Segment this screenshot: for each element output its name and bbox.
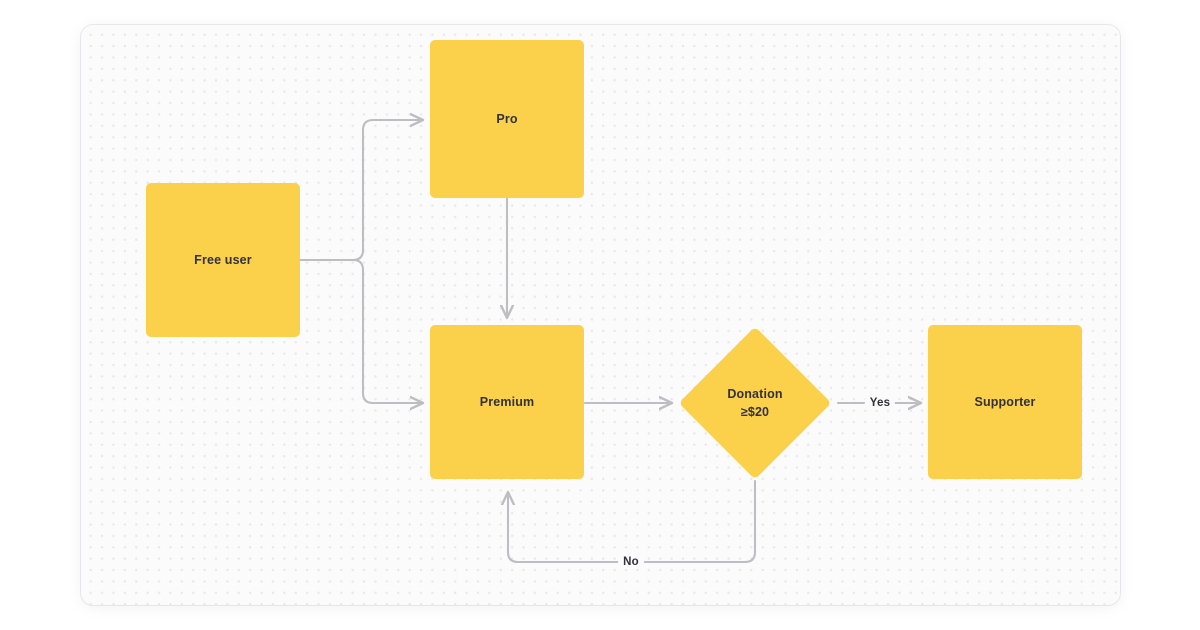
node-pro[interactable]: Pro <box>430 40 584 198</box>
edge-label-yes: Yes <box>864 396 896 410</box>
node-donation-decision[interactable]: Donation ≥$20 <box>678 326 832 480</box>
node-supporter[interactable]: Supporter <box>928 325 1082 479</box>
node-free-user[interactable]: Free user <box>146 183 300 337</box>
node-supporter-label: Supporter <box>974 394 1036 409</box>
node-donation-label: Donation ≥$20 <box>727 386 783 419</box>
node-premium-label: Premium <box>479 394 535 409</box>
node-pro-label: Pro <box>496 111 518 126</box>
flowchart-canvas[interactable] <box>81 25 1120 605</box>
node-premium[interactable]: Premium <box>430 325 584 479</box>
node-free-user-label: Free user <box>194 252 252 267</box>
edge-label-no: No <box>618 555 644 569</box>
